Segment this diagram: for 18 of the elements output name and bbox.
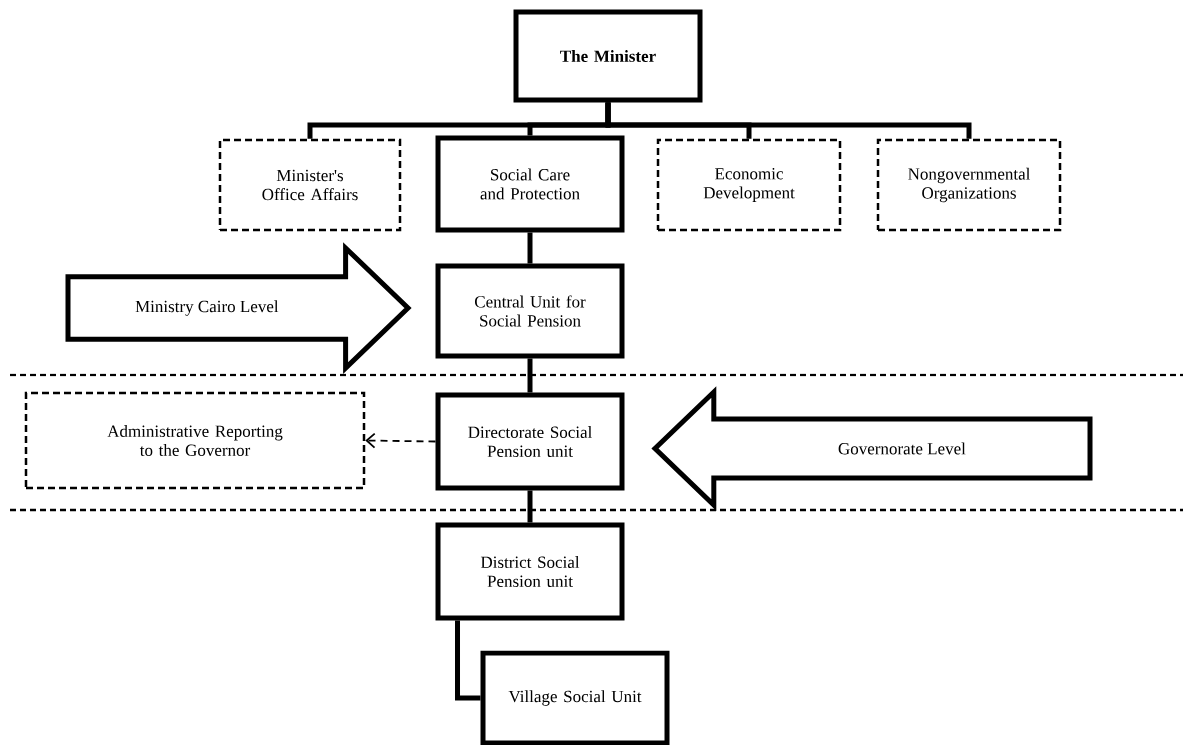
level-banner: Governorate Level bbox=[651, 386, 1093, 511]
connector bbox=[527, 232, 533, 264]
org-box: Administrative Reporting to the Governor bbox=[24, 391, 366, 490]
connector bbox=[527, 358, 533, 393]
org-box: Social Care and Protection bbox=[435, 135, 625, 233]
org-box: Village Social Unit bbox=[480, 650, 670, 745]
level-banner: Ministry Cairo Level bbox=[65, 242, 412, 374]
connector bbox=[527, 490, 533, 523]
org-box: The Minister bbox=[513, 9, 703, 103]
org-box: Nongovernmental Organizations bbox=[876, 138, 1062, 232]
org-box: Minister's Office Affairs bbox=[218, 138, 402, 232]
org-box: Directorate Social Pension unit bbox=[435, 392, 625, 491]
org-box: Economic Development bbox=[656, 138, 842, 232]
org-box: Central Unit for Social Pension bbox=[435, 263, 625, 359]
connector bbox=[605, 102, 972, 139]
connector bbox=[455, 620, 481, 701]
connector bbox=[365, 432, 437, 449]
org-box: District Social Pension unit bbox=[435, 522, 625, 621]
